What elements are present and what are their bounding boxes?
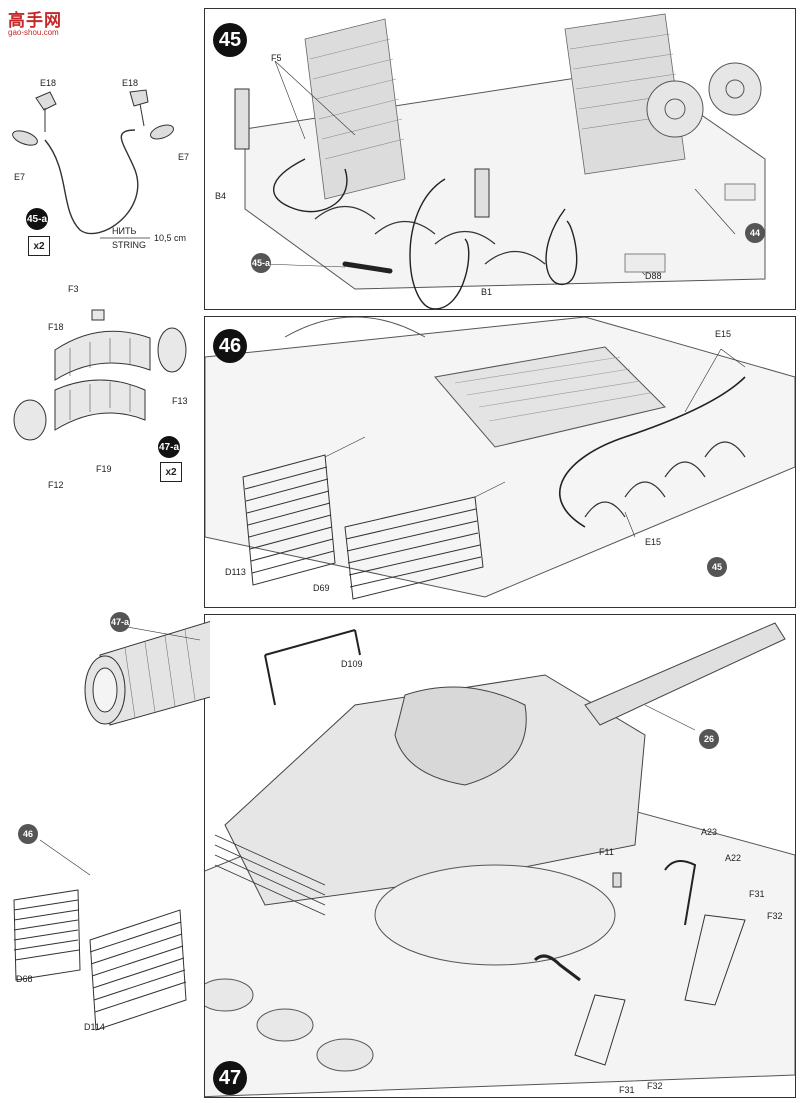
- subassembly-47a-drawing: [13, 309, 187, 441]
- part-label-a23: A23: [701, 827, 718, 837]
- part-label-d69: D69: [313, 583, 330, 593]
- part-label-e18-left: E18: [40, 78, 57, 88]
- subassembly-45a: E18 E18 E7 E7 НИТЬ STRING 10,5 cm 45-a x…: [0, 60, 200, 280]
- part-label-d109: D109: [341, 659, 363, 669]
- step-badge-47: 47: [213, 1061, 247, 1095]
- step-47-drawing: [205, 622, 795, 1097]
- step-45-panel: 45 F5 B4 B1 D88 45-a 44: [204, 8, 796, 310]
- string-length: 10,5 cm: [154, 233, 187, 243]
- ref-badge-26: 26: [699, 729, 719, 749]
- watermark-url: gao-shou.com: [8, 28, 59, 37]
- ref-badge-47a: 47-a: [110, 612, 130, 632]
- part-label-d114: D114: [84, 1022, 105, 1032]
- part-label-d113: D113: [225, 567, 246, 577]
- qty-47a: x2: [160, 462, 182, 482]
- part-label-f13: F13: [172, 396, 188, 406]
- qty-45a: x2: [28, 236, 50, 256]
- part-label-d88: D88: [645, 271, 662, 281]
- part-label-f18: F18: [48, 322, 64, 332]
- part-label-f32-top: F32: [767, 911, 783, 921]
- part-label-b4: B4: [215, 191, 227, 201]
- string-label-en: STRING: [112, 240, 147, 250]
- subassembly-45a-drawing: [12, 89, 174, 239]
- watermark-title: 高手网: [8, 11, 62, 31]
- part-label-e7-right: E7: [178, 152, 190, 162]
- string-label-ru: НИТЬ: [112, 226, 137, 236]
- part-label-f31-top: F31: [749, 889, 765, 899]
- step-46-drawing: [205, 317, 795, 600]
- part-label-f19: F19: [96, 464, 112, 474]
- part-label-f3: F3: [68, 284, 79, 294]
- step-badge-45: 45: [213, 23, 247, 57]
- sub-badge-47a: 47-a: [158, 436, 180, 458]
- part-label-f11: F11: [599, 847, 614, 857]
- ref-badge-45: 45: [707, 557, 727, 577]
- part-label-a22: A22: [725, 853, 742, 863]
- part-label-f32-bottom: F32: [647, 1081, 663, 1091]
- ref-badge-44: 44: [745, 223, 765, 243]
- part-label-e18-right: E18: [122, 78, 139, 88]
- part-label-e15-bottom: E15: [645, 537, 662, 547]
- step-47-external: 47-a 46 D68 D114: [0, 600, 210, 1100]
- sub-badge-45a: 45-a: [26, 208, 48, 230]
- ref-badge-46: 46: [18, 824, 38, 844]
- step-46-panel: 46 E15 E15 D113 D69 45: [204, 316, 796, 608]
- step-badge-46: 46: [213, 329, 247, 363]
- part-label-f31-bottom: F31: [619, 1085, 635, 1095]
- part-label-b1: B1: [481, 287, 493, 297]
- subassembly-47a: F3 F18 F13 F12 F19 47-a x2: [0, 280, 200, 500]
- part-label-d68: D68: [16, 974, 33, 984]
- step-47-external-drawing: [13, 620, 210, 1031]
- watermark-logo: 高手网 gao-shou.com: [8, 6, 70, 42]
- step-45-drawing: [234, 13, 766, 309]
- part-label-e7-left: E7: [14, 172, 26, 182]
- part-label-f12: F12: [48, 480, 64, 490]
- part-label-f5: F5: [271, 53, 282, 63]
- ref-badge-45a: 45-a: [251, 253, 271, 273]
- part-label-e15-top: E15: [715, 329, 732, 339]
- step-47-panel: 47 26 D109 F11 A23 A22 F31 F32 F31 F32: [204, 614, 796, 1098]
